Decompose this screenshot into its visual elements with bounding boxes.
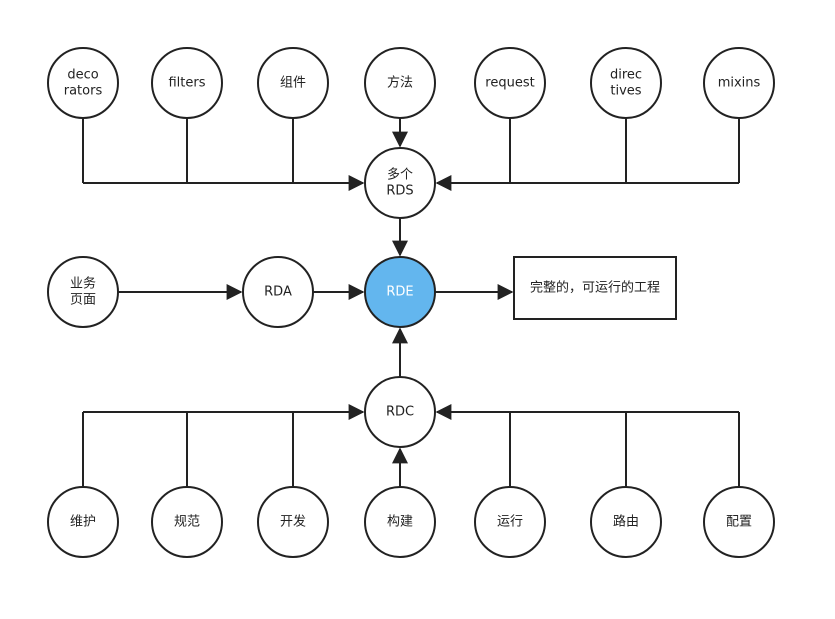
node-rdc-label: RDC [386,405,414,420]
node-rde-shape [364,256,436,328]
node-rdc: RDC [364,376,436,448]
node-rda-shape [242,256,314,328]
node-mixins: mixins [703,47,775,119]
node-output-label: 完整的，可运行的工程 [530,280,660,296]
node-mixins-label: mixins [718,76,761,91]
node-develop-shape [257,486,329,558]
node-spec-label: 规范 [174,515,200,530]
node-business-label: 页面 [70,293,96,308]
node-filters-shape [151,47,223,119]
node-develop-label: 开发 [280,514,306,530]
node-decorators-label: rators [64,84,103,99]
node-run-label: 运行 [497,515,523,530]
node-maintain-shape [47,486,119,558]
node-directives-shape [590,47,662,119]
node-maintain-label: 维护 [70,515,96,530]
node-rda: RDA [242,256,314,328]
node-directives-label: direc [610,68,642,83]
node-components-shape [257,47,329,119]
node-maintain: 维护 [47,486,119,558]
node-rds-label: 多个 [387,167,413,183]
node-decorators-shape [47,47,119,119]
node-rde: RDE [364,256,436,328]
node-mixins-shape [703,47,775,119]
node-rde-label: RDE [386,285,413,300]
node-develop: 开发 [257,486,329,558]
node-spec: 规范 [151,486,223,558]
node-methods-label: 方法 [387,75,413,91]
node-output-shape [513,256,677,320]
node-route: 路由 [590,486,662,558]
node-filters: filters [151,47,223,119]
node-business-label: 业务 [70,276,96,292]
node-directives-label: tives [610,84,641,99]
node-route-label: 路由 [613,514,639,530]
node-config-label: 配置 [726,515,752,530]
node-methods-shape [364,47,436,119]
node-config: 配置 [703,486,775,558]
node-components: 组件 [257,47,329,119]
node-spec-shape [151,486,223,558]
node-components-label: 组件 [280,76,306,91]
node-request-label: request [485,76,534,91]
node-rda-label: RDA [264,285,292,300]
edges [82,118,740,487]
node-run: 运行 [474,486,546,558]
node-config-shape [703,486,775,558]
node-build-shape [364,486,436,558]
node-route-shape [590,486,662,558]
node-filters-label: filters [168,76,205,91]
node-build: 构建 [364,486,436,558]
node-output: 完整的，可运行的工程 [513,256,677,320]
node-rds-label: RDS [386,184,413,199]
node-business-shape [47,256,119,328]
node-request-shape [474,47,546,119]
node-decorators-label: deco [67,68,98,83]
node-rdc-shape [364,376,436,448]
node-request: request [474,47,546,119]
node-run-shape [474,486,546,558]
node-methods: 方法 [364,47,436,119]
node-build-label: 构建 [387,515,413,530]
node-rds-shape [364,147,436,219]
